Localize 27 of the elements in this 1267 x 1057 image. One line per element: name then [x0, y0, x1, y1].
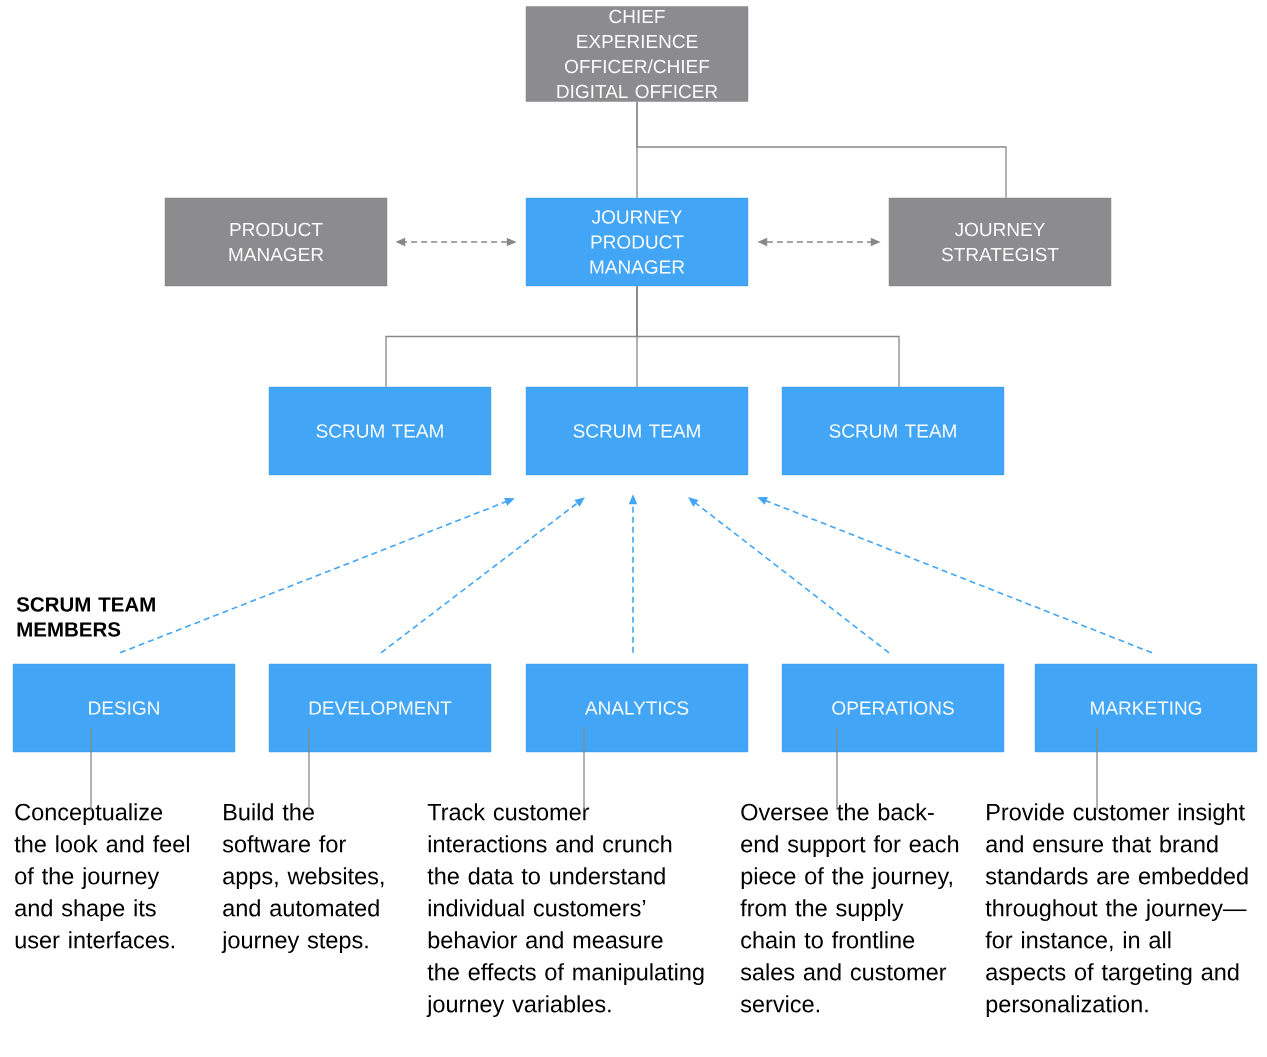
description-text: Track customer interactions and crunch the data to understand individual customers’ behavior and measure the effects of manipulating journey variables.	[426, 803, 704, 1018]
leader-line	[90, 726, 92, 811]
leader-line	[836, 726, 838, 811]
connector-line	[636, 101, 1007, 199]
role-box: JOURNEY STRATEGIST	[888, 197, 1112, 287]
member-box: OPERATIONS	[781, 663, 1005, 753]
description-text: Build the software for apps, websites, and automated journey steps.	[221, 803, 384, 954]
connector-line	[636, 285, 900, 388]
leader-line	[583, 726, 585, 811]
team-box: SCRUM TEAM	[781, 386, 1005, 476]
member-box: DEVELOPMENT	[268, 663, 492, 753]
description-text: Provide customer insight and ensure that brand standards are embedded throughout the journey—for instance, in all aspects of targeting and personalization.	[985, 803, 1248, 1018]
member-box: MARKETING	[1034, 663, 1258, 753]
team-box: SCRUM TEAM	[525, 386, 749, 476]
role-box: JOURNEY PRODUCT MANAGER	[525, 197, 749, 287]
arrow	[688, 497, 890, 654]
member-box: ANALYTICS	[525, 663, 749, 753]
description-text: Conceptualize the look and feel of the journey and shape its user interfaces.	[14, 803, 189, 949]
member-box: DESIGN	[12, 663, 236, 753]
leader-line	[308, 726, 310, 811]
chief-officer-box: CHIEF EXPERIENCE OFFICER/CHIEF DIGITAL OFFICER	[525, 6, 749, 102]
section-label: SCRUM TEAM MEMBERS	[16, 597, 155, 637]
leader-line	[1096, 726, 1098, 811]
description-text: Oversee the back-end support for each piece of the journey, from the supply chain to frontline sales and customer service.	[740, 803, 959, 1013]
team-box: SCRUM TEAM	[268, 386, 492, 476]
arrow	[380, 497, 585, 654]
role-box: PRODUCT MANAGER	[164, 197, 388, 287]
